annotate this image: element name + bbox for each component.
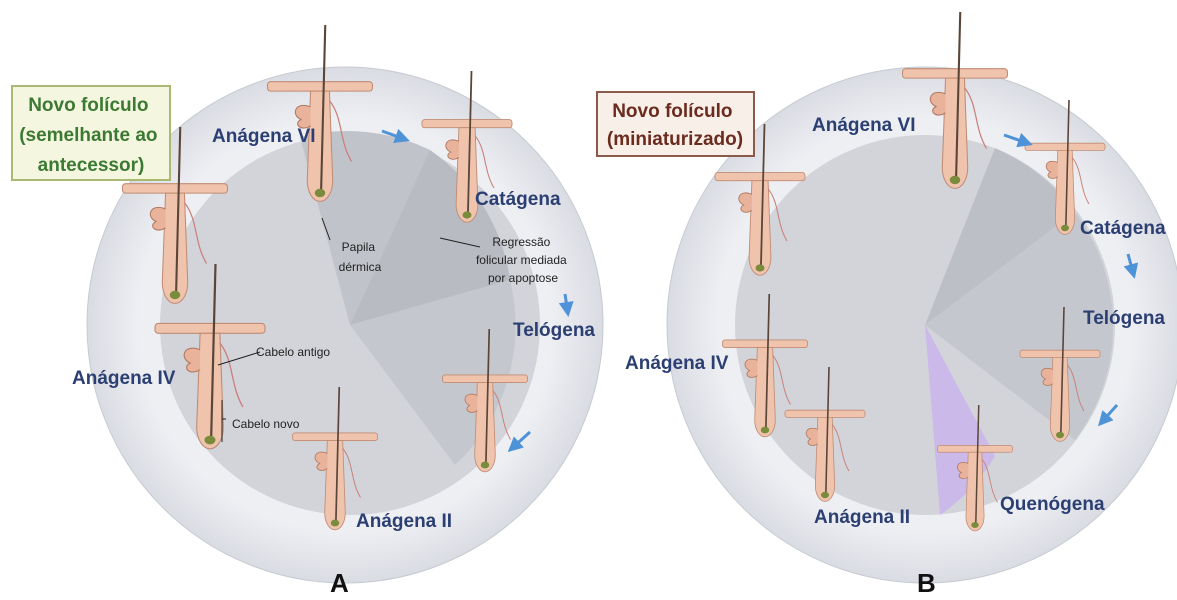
stage-label-catagen: Catágena	[1080, 218, 1166, 239]
stage-label-anagen-ii: Anágena II	[356, 511, 452, 532]
annotation-old-hair: Cabelo antigo	[256, 345, 330, 359]
stage-label-telogen: Telógena	[513, 320, 595, 341]
stage-label-anagen-ii: Anágena II	[814, 507, 910, 528]
panel-letter-b: B	[917, 568, 936, 598]
stage-label-anagen-iv: Anágena IV	[625, 353, 729, 374]
new-follicle-box-text: Novo folículo (semelhante ao antecessor)	[19, 95, 163, 176]
stage-label-telogen: Telógena	[1083, 308, 1165, 329]
annotation-new-hair: Cabelo novo	[232, 417, 300, 431]
stage-label-anagen-vi: Anágena VI	[212, 126, 315, 147]
new-follicle-box-b: Novo folículo (miniaturizado)	[597, 92, 754, 156]
stage-label-anagen-iv: Anágena IV	[72, 368, 176, 389]
stage-label-anagen-vi: Anágena VI	[812, 115, 915, 136]
panel-letter-a: A	[330, 568, 349, 598]
new-follicle-box-a: Novo folículo (semelhante ao antecessor)	[12, 86, 170, 180]
stage-label-kenogen: Quenógena	[1000, 494, 1105, 515]
panel-b: Anágena VI Catágena Telógena Anágena IV …	[597, 12, 1177, 598]
stage-label-catagen: Catágena	[475, 189, 561, 210]
panel-a: Anágena VI Catágena Telógena Anágena IV …	[12, 25, 603, 598]
